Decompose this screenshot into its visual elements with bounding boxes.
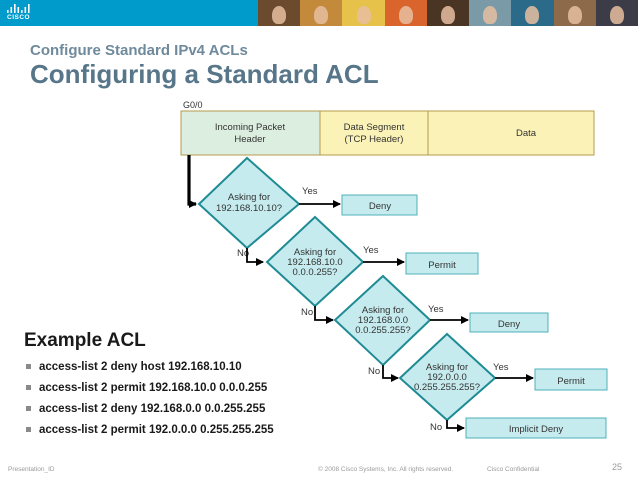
implicit-deny-label: Implicit Deny: [509, 424, 564, 435]
result-box-deny: [341, 194, 418, 216]
yes-label: Yes: [493, 362, 509, 373]
decision-label: 192.168.0.0: [358, 315, 408, 326]
decision-label: 0.0.0.255?: [293, 267, 338, 278]
decision-label: Asking for: [294, 247, 336, 258]
result-label: Permit: [428, 260, 456, 271]
no-label: No: [368, 366, 380, 377]
acl-command-list: access-list 2 deny host 192.168.10.10 ac…: [24, 360, 274, 444]
person-photo: [595, 0, 638, 26]
decision-label: 192.0.0.0: [427, 372, 467, 383]
decision-label: 0.255.255.255?: [414, 382, 480, 393]
page-number: 25: [612, 462, 623, 472]
person-photo: [384, 0, 427, 26]
packet-data-label: Data: [516, 128, 537, 139]
result-box-permit: [405, 252, 479, 275]
acl-command: access-list 2 permit 192.168.10.0 0.0.0.…: [24, 381, 274, 402]
person-photo: [553, 0, 596, 26]
acl-command: access-list 2 deny 192.168.0.0 0.0.255.2…: [24, 402, 274, 423]
people-photo-strip: [258, 0, 638, 26]
no-label: No: [430, 422, 442, 433]
flow-connector: [187, 155, 197, 208]
acl-command: access-list 2 deny host 192.168.10.10: [24, 360, 274, 381]
person-photo: [342, 0, 385, 26]
decision-label: 192.168.10.10?: [216, 203, 282, 214]
yes-label: Yes: [363, 245, 379, 256]
result-box-permit: [534, 368, 608, 391]
yes-label: Yes: [428, 304, 444, 315]
no-arrow: [246, 248, 264, 266]
header-banner: CISCO: [0, 0, 638, 26]
no-arrow: [446, 420, 465, 432]
decision-label: Asking for: [426, 362, 468, 373]
packet-data-cell: [427, 110, 595, 156]
packet-header-label: Header: [234, 134, 265, 145]
person-photo: [469, 0, 512, 26]
person-photo: [426, 0, 470, 26]
slide-title: Configuring a Standard ACL: [30, 59, 379, 89]
packet-header-label: Incoming Packet: [215, 122, 286, 133]
result-label: Deny: [498, 319, 520, 330]
footer-copyright: © 2008 Cisco Systems, Inc. All rights re…: [318, 466, 454, 473]
no-label: No: [237, 248, 249, 259]
packet-segment-label: (TCP Header): [345, 134, 404, 145]
person-photo: [258, 0, 301, 26]
packet-segment-cell: [319, 110, 429, 156]
person-photo: [511, 0, 554, 26]
no-arrow: [314, 306, 334, 324]
result-label: Permit: [557, 376, 585, 387]
cisco-logo-icon: [7, 4, 30, 13]
footer-presentation-id: Presentation_ID: [8, 466, 55, 473]
no-arrow: [382, 365, 399, 382]
person-photo: [300, 0, 343, 26]
decision-label: 0.0.255.255?: [355, 325, 410, 336]
decision-label: Asking for: [362, 305, 404, 316]
example-acl-heading: Example ACL: [24, 330, 146, 351]
interface-label: G0/0: [183, 100, 203, 110]
result-box-deny: [469, 312, 549, 333]
decision-label: 192.168.10.0: [287, 257, 342, 268]
packet-header-cell: [180, 110, 321, 156]
decision-label: Asking for: [228, 192, 270, 203]
acl-command: access-list 2 permit 192.0.0.0 0.255.255…: [24, 423, 274, 444]
packet-segment-label: Data Segment: [344, 122, 405, 133]
slide-subtitle: Configure Standard IPv4 ACLs: [30, 42, 248, 59]
logo-wordmark: CISCO: [7, 14, 31, 21]
footer-confidential: Cisco Confidential: [487, 466, 540, 473]
implicit-deny-box: [465, 417, 607, 439]
no-label: No: [301, 307, 313, 318]
yes-label: Yes: [302, 186, 318, 197]
result-label: Deny: [369, 201, 391, 212]
